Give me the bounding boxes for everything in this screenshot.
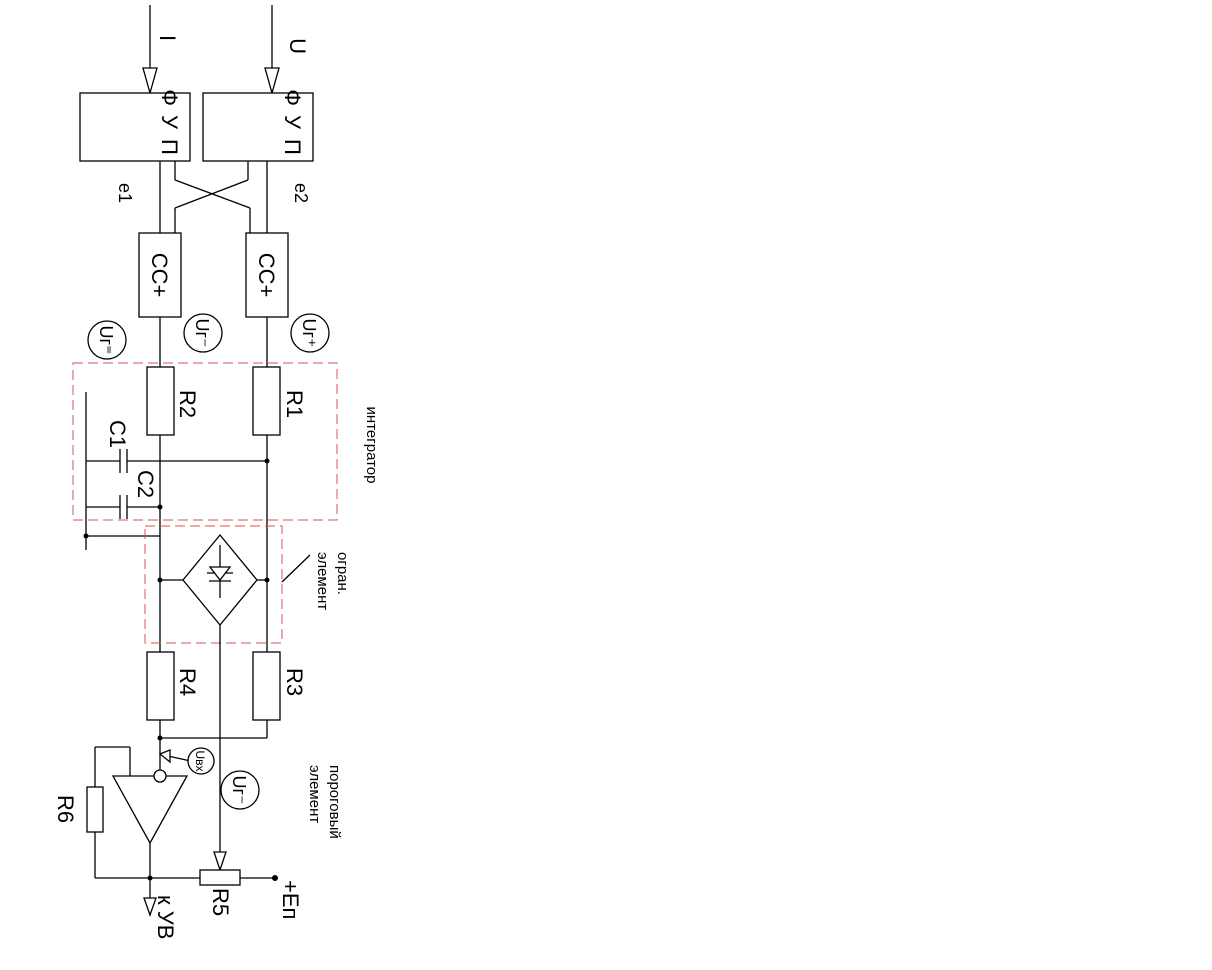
resistor-label-r3: R3 [282,668,307,696]
cross-wiring [159,161,268,233]
input-arrow-voltage [264,5,280,96]
converter-label-left: ФУП [157,89,182,165]
signal-label-e1: e1 [115,183,135,203]
threshold-label-line1: пороговый [326,765,343,839]
resistor-label-r1: R1 [282,390,307,418]
wiper-wire [213,625,227,873]
comparator-label-right: СС+ [254,253,279,298]
input-label-voltage: U [285,38,310,54]
converter-block-left [79,92,191,162]
integrator-label: интегратор [363,407,380,484]
svg-text:Uг⁻: Uг⁻ [229,775,249,804]
output-arrow [143,880,157,917]
feedback-loop [94,746,200,881]
comparator-block-right [245,232,289,318]
resistor-label-r2: R2 [175,390,200,418]
svg-text:Uг⁼: Uг⁼ [96,325,116,354]
input-arrow-current [142,5,158,96]
limiter-label-line2: элемент [314,552,331,610]
voltage-marker-ug-eq: Uг⁼ [87,320,127,360]
capacitor-label-c1: C1 [105,420,130,448]
limiter-label-line1: огран. [334,552,351,595]
voltage-marker-ug-threshold: Uг⁻ [220,770,260,810]
threshold-opamp [111,769,189,880]
resistor-r5 [199,869,241,886]
svg-text:Uвх: Uвх [193,750,207,771]
resistor-r3 [252,651,281,721]
diode-bridge [157,533,270,627]
input-label-current: I [155,35,180,41]
converter-label-right: ФУП [280,89,305,165]
threshold-label-line2: элемент [306,765,323,823]
output-terminal-label: к УВ [153,895,178,939]
signal-label-e2: e2 [291,183,311,203]
capacitor-label-c2: C2 [133,470,158,498]
resistor-label-r5: R5 [208,888,233,916]
supply-wire [240,875,278,881]
voltage-marker-ug-minus: Uг⁻ [183,313,223,353]
resistor-label-r4: R4 [175,668,200,696]
converter-block-right [202,92,314,162]
resistor-r2 [146,366,175,436]
resistor-label-r6: R6 [53,795,78,823]
resistor-r6 [86,786,104,833]
comparator-label-left: СС+ [147,253,172,298]
resistor-r4 [146,651,175,721]
voltage-marker-ug-plus: Uг⁺ [290,313,330,353]
resistor-r1 [252,366,281,436]
limiter-boundary [144,525,283,644]
svg-text:Uг⁻: Uг⁻ [192,318,212,347]
voltage-marker-uin: Uвх [187,747,215,775]
svg-text:Uг⁺: Uг⁺ [299,318,319,347]
supply-terminal-label: +Еп [278,880,303,919]
limiter-leader-line [281,554,311,583]
summing-node [157,720,268,776]
capacitor-network [83,392,270,550]
